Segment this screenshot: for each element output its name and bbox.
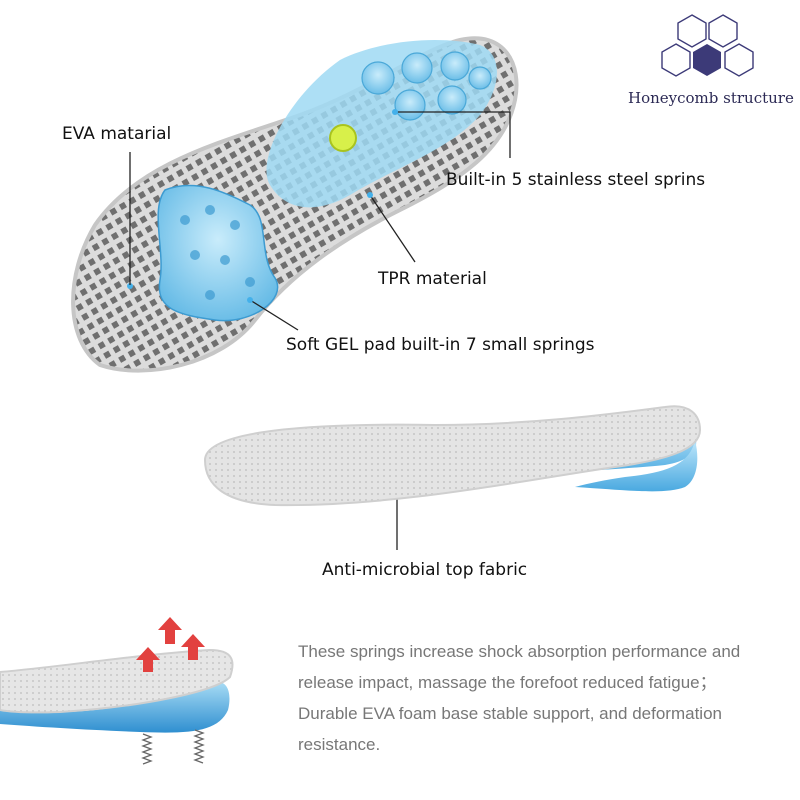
description-line: Durable EVA foam base stable support, an… bbox=[298, 704, 722, 723]
description-line: resistance. bbox=[298, 735, 381, 754]
insole-springs-image bbox=[0, 617, 234, 765]
label-top-fabric: Anti-microbial top fabric bbox=[322, 560, 528, 580]
logo-caption: Honeycomb structure bbox=[628, 89, 794, 107]
label-eva-material: EVA matarial bbox=[62, 124, 172, 144]
label-gel-pad: Soft GEL pad built-in 7 small springs bbox=[286, 335, 595, 355]
label-steel-springs: Built-in 5 stainless steel sprins bbox=[446, 170, 706, 190]
description-line: These springs increase shock absorption … bbox=[298, 642, 741, 661]
description-block: These springs increase shock absorption … bbox=[298, 636, 740, 760]
insole-side-view-image bbox=[203, 405, 702, 507]
insole-bottom-view-image bbox=[71, 36, 519, 373]
description-line: release impact, massage the forefoot red… bbox=[298, 673, 717, 692]
label-tpr-material: TPR material bbox=[378, 269, 487, 289]
honeycomb-logo-icon bbox=[661, 14, 754, 77]
